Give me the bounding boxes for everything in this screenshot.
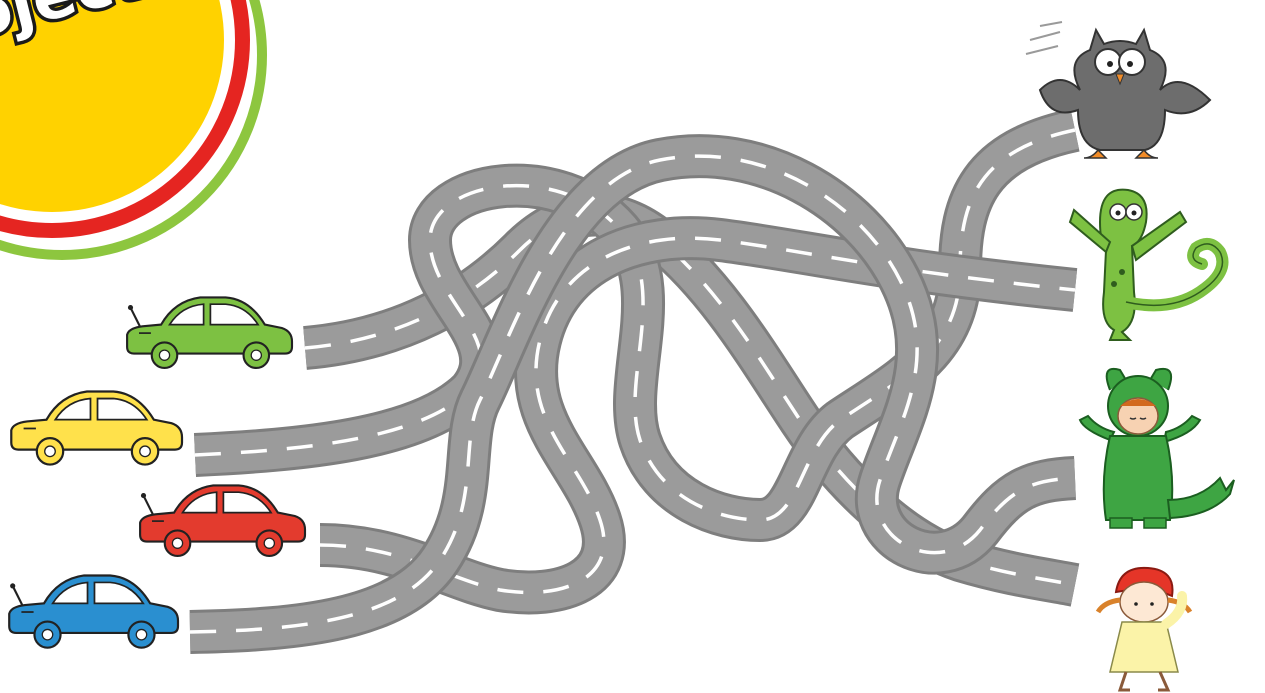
blue-car[interactable] (8, 574, 180, 649)
yellow-car[interactable] (10, 390, 184, 466)
lizard-icon[interactable] (1068, 188, 1229, 341)
badge-accent-ring (0, 0, 267, 260)
green-car[interactable] (126, 296, 294, 370)
road-path-3 (319, 216, 1078, 615)
badge-fill (0, 0, 224, 212)
badge-inner-ring (0, 0, 235, 223)
road-maze (189, 108, 1080, 654)
antenna (129, 307, 142, 329)
antenna (11, 585, 25, 608)
girl-red-hat-icon[interactable] (1095, 566, 1193, 692)
project-badge: oject 2 (0, 0, 267, 260)
road-path-4 (189, 134, 1077, 654)
badge-outer-ring (0, 0, 250, 238)
dragon-costume-child-icon[interactable] (1078, 368, 1235, 529)
owl-icon[interactable] (1025, 21, 1212, 159)
red-car[interactable] (139, 484, 307, 558)
antenna (142, 495, 155, 517)
